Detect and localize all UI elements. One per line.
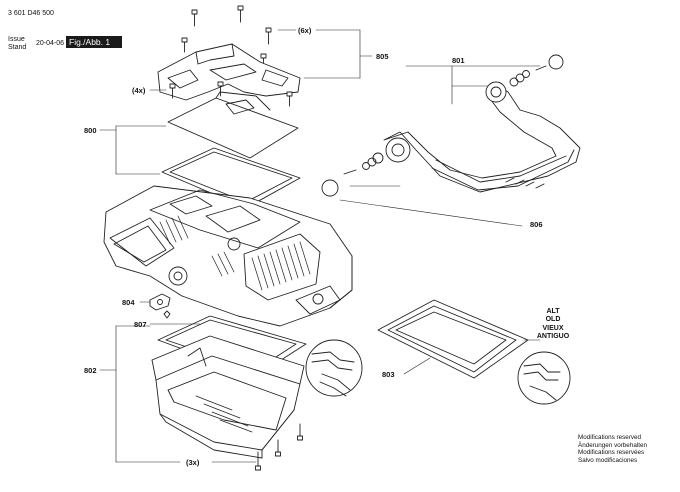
- variant-label: ALT OLD VIEUX ANTIGUO: [530, 308, 576, 342]
- footnote-line: Modifications reservées: [578, 449, 645, 457]
- handle-fittings: [321, 54, 564, 197]
- figure-label: Fig./Abb. 1: [66, 36, 122, 48]
- callout-804: 804: [122, 298, 135, 307]
- old-type-gasket: [377, 299, 529, 379]
- part-number: 3 601 D46 500: [8, 10, 54, 17]
- callout-800: 800: [84, 126, 97, 135]
- callout-805: 805: [376, 52, 389, 61]
- variant-label-line: VIEUX: [542, 324, 564, 332]
- variant-label-line: ALT: [546, 308, 560, 315]
- screw-icon: [169, 83, 176, 99]
- top-bracket: [157, 43, 301, 101]
- issue-label-en: Issue: [8, 36, 25, 43]
- issue-date: 20-04-06: [36, 40, 65, 47]
- footnote-line: Änderungen vorbehalten: [578, 441, 647, 449]
- modifications-footnote: Modifications reserved Änderungen vorbeh…: [578, 434, 647, 464]
- screw-icon: [297, 423, 303, 441]
- footnote-line: Modifications reserved: [578, 434, 641, 441]
- screw-icon: [275, 439, 281, 457]
- mounting-plate: [167, 91, 299, 159]
- cooling-fins: [159, 215, 311, 291]
- screw-icon: [181, 37, 188, 53]
- screw-group-3x: [255, 423, 303, 471]
- callout-807: 807: [134, 320, 147, 329]
- screw-icon: [237, 5, 244, 23]
- variant-label-line: ANTIGUO: [536, 333, 570, 341]
- screw-icon: [191, 9, 198, 27]
- callout-qty-6x: (6x): [298, 26, 312, 35]
- callout-802: 802: [84, 366, 97, 375]
- carry-handle: [383, 81, 581, 193]
- callout-803: 803: [382, 370, 395, 379]
- main-housing: [103, 185, 353, 327]
- detail-magnifier: [305, 339, 363, 397]
- variant-label-line: OLD: [545, 316, 561, 324]
- screw-icon: [255, 451, 261, 471]
- footnote-line: Salvo modificaciones: [578, 456, 638, 464]
- leader-lines: [99, 29, 541, 463]
- screw-icon: [217, 81, 224, 97]
- old-type-detail-magnifier: [517, 351, 571, 405]
- callout-qty-4x: (4x): [132, 86, 146, 95]
- callout-qty-3x: (3x): [186, 458, 200, 467]
- issue-label-de: Stand: [8, 44, 27, 51]
- screw-icon: [286, 91, 293, 107]
- bottom-tray: [151, 335, 305, 459]
- callout-801: 801: [452, 56, 465, 65]
- screw-icon: [265, 27, 272, 45]
- knob-part: [149, 293, 171, 319]
- callout-806: 806: [530, 220, 543, 229]
